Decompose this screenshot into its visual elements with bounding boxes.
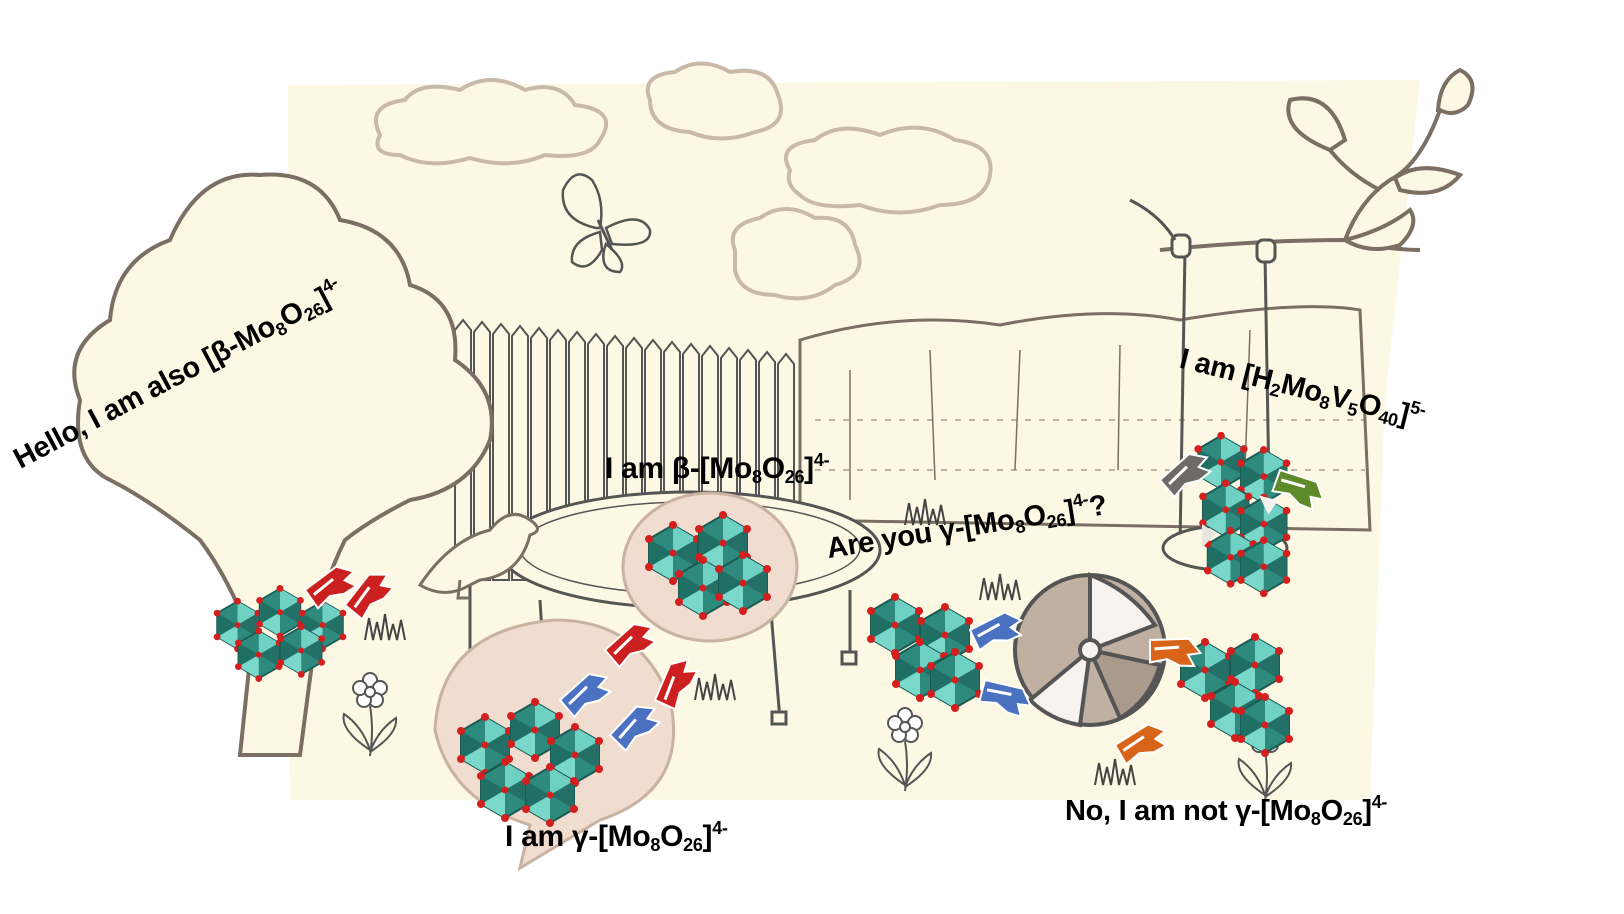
branch-icon <box>1159 67 1475 252</box>
label-answer: No, I am not γ-[Mo8O26]4- <box>1065 792 1388 829</box>
polyoxometalate-cluster-icon <box>212 430 1294 828</box>
bird-icon <box>417 512 539 600</box>
cloud-icon <box>373 61 993 301</box>
beach-ball-icon <box>1013 572 1167 728</box>
tree-icon <box>72 172 494 757</box>
label-bottom-bubble: I am γ-[Mo8O26]4- <box>505 818 728 855</box>
butterfly-icon <box>561 173 652 274</box>
label-trampoline: I am β-[Mo8O26]4- <box>605 450 830 487</box>
